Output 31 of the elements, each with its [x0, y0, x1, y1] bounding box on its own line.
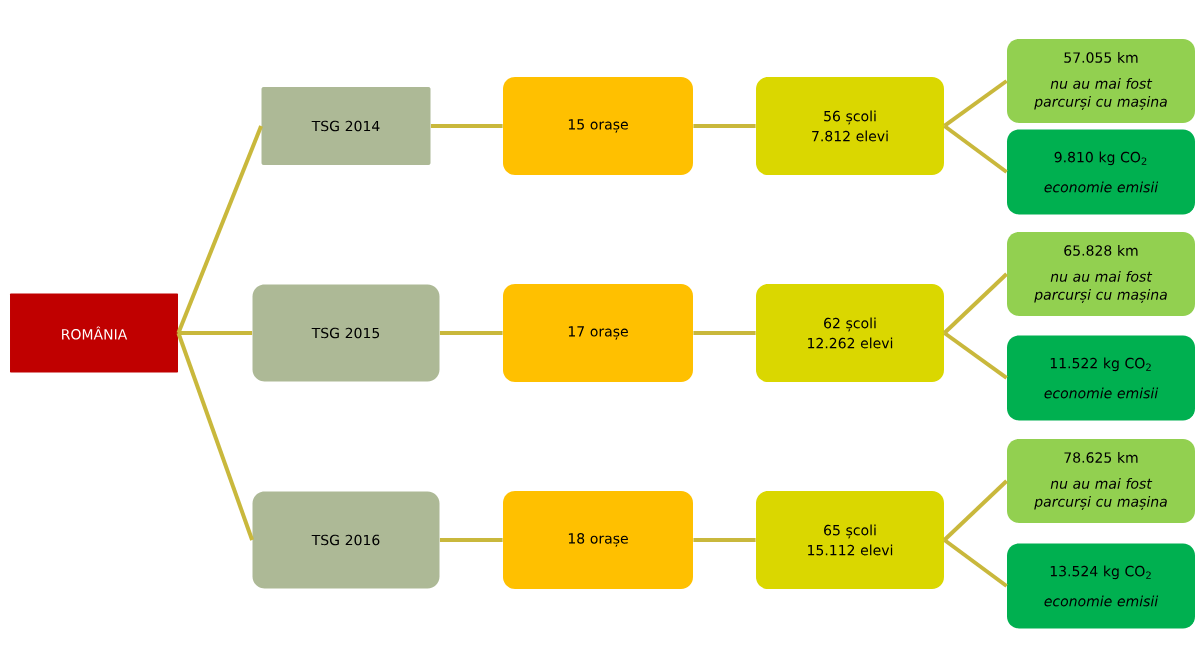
connector-line — [430, 124, 503, 128]
school-count-box: 56 școli 7.812 elevi — [756, 77, 944, 175]
country-box: ROMÂNIA — [10, 293, 178, 373]
connector-line — [943, 272, 1008, 335]
year-box: TSG 2015 — [252, 284, 440, 382]
year-box: TSG 2016 — [252, 491, 440, 589]
connector-line — [693, 331, 756, 335]
school-count-box: 65 școli 15.112 elevi — [756, 491, 944, 589]
connector-line — [439, 538, 503, 542]
connector-line — [943, 538, 1008, 588]
connector-line — [178, 331, 253, 335]
connector-line — [943, 124, 1008, 174]
emission-box: 11.522 kg CO$_{2}$ economie emisii — [1007, 335, 1195, 421]
distance-box: 57.055 km nu au mai fost parcurși cu mașina — [1007, 39, 1195, 123]
emission-box: 9.810 kg CO$_{2}$ economie emisii — [1007, 129, 1195, 215]
city-count-box: 17 orașe — [503, 284, 693, 382]
connector-line — [439, 331, 503, 335]
year-box: TSG 2014 — [261, 87, 431, 165]
connector-line — [176, 332, 254, 541]
emission-box: 13.524 kg CO$_{2}$ economie emisii — [1007, 543, 1195, 629]
connector-line — [693, 538, 756, 542]
distance-box: 78.625 km nu au mai fost parcurși cu mașina — [1007, 439, 1195, 523]
city-count-box: 15 orașe — [503, 77, 693, 175]
connector-line — [176, 125, 263, 334]
school-count-box: 62 școli 12.262 elevi — [756, 284, 944, 382]
connector-line — [943, 79, 1008, 128]
connector-line — [693, 124, 756, 128]
connector-line — [943, 479, 1008, 542]
connector-line — [943, 331, 1008, 380]
distance-box: 65.828 km nu au mai fost parcurși cu mașina — [1007, 232, 1195, 316]
city-count-box: 18 orașe — [503, 491, 693, 589]
